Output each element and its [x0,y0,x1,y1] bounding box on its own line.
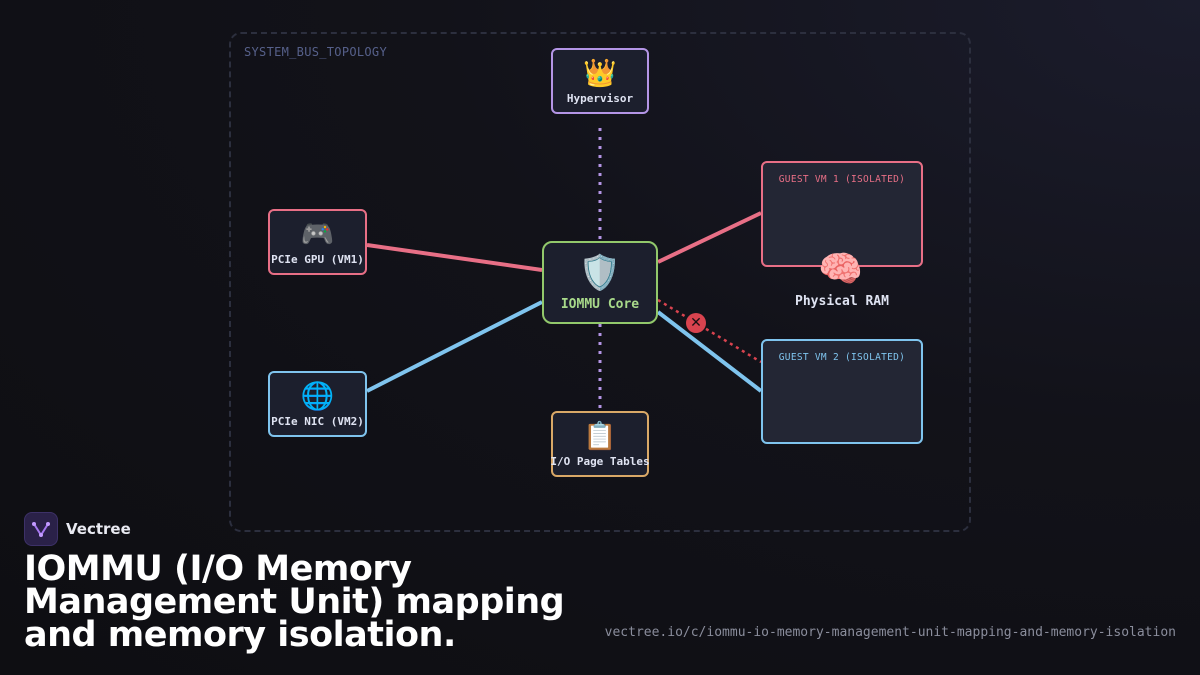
vectree-logo-icon [24,512,58,546]
system-bus-frame [229,32,971,532]
guest-vm1-region: GUEST VM 1 (ISOLATED) [761,161,923,267]
io-page-tables-label: I/O Page Tables [550,454,650,468]
brain-icon: 🧠 [818,249,863,290]
iommu-core-label: IOMMU Core [560,297,640,312]
link-blocked-access [657,298,762,364]
crown-icon: 👑 [583,57,617,89]
link-nic-iommu [366,300,543,393]
clipboard-icon: 📋 [583,420,617,452]
page-title: IOMMU (I/O Memory Management Unit) mappi… [24,549,565,655]
guest-vm1-title: GUEST VM 1 (ISOLATED) [778,174,906,185]
hypervisor-node: 👑 Hypervisor [551,48,649,114]
globe-icon: 🌐 [300,380,335,412]
frame-label: SYSTEM_BUS_TOPOLOGY [244,45,387,59]
gamepad-icon: 🎮 [300,218,335,250]
io-page-tables-node: 📋 I/O Page Tables [550,411,650,477]
pcie-gpu-node: 🎮 PCIe GPU (VM1) [268,209,367,275]
link-gpu-iommu [366,243,543,272]
guest-vm2-region: GUEST VM 2 (ISOLATED) [761,339,923,444]
link-iommu-vm2 [656,310,763,393]
hypervisor-label: Hypervisor [566,91,634,105]
iommu-core-node: 🛡️ IOMMU Core [542,241,658,324]
physical-ram-label: Physical RAM [795,294,889,309]
blocked-x-icon: ✕ [686,313,706,333]
brand-name: Vectree [66,520,131,538]
pcie-nic-node: 🌐 PCIe NIC (VM2) [268,371,367,437]
pcie-gpu-label: PCIe GPU (VM1) [271,252,364,266]
guest-vm2-title: GUEST VM 2 (ISOLATED) [778,352,906,363]
link-iommu-vm1 [657,211,762,264]
source-url: vectree.io/c/iommu-io-memory-management-… [604,625,1176,640]
shield-icon: 🛡️ [578,253,622,293]
pcie-nic-label: PCIe NIC (VM2) [271,414,364,428]
